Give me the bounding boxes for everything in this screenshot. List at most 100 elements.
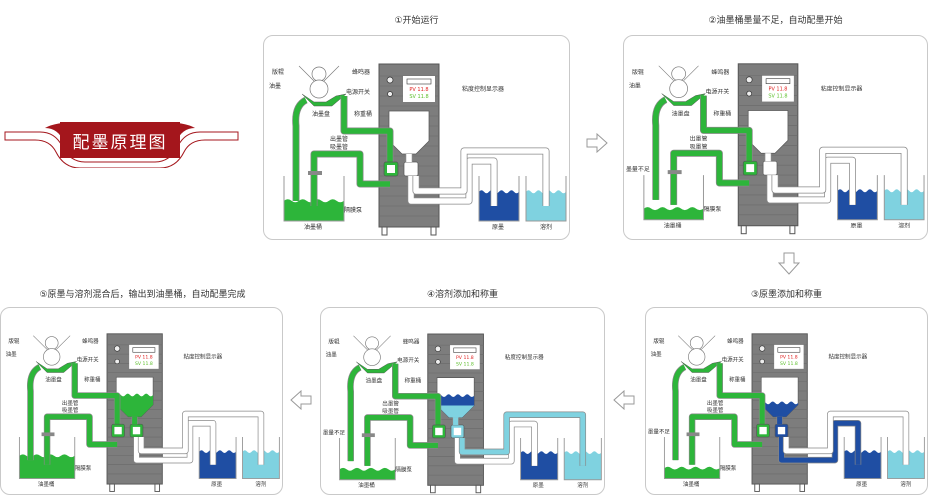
label-ink: 油墨 (629, 82, 641, 90)
label-ink-tray: 油墨盘 (45, 376, 62, 384)
label-buzzer: 蜂鸣器 (82, 337, 99, 345)
label-raw-ink: 原墨 (492, 224, 504, 231)
label-diaphragm-pump: 隔膜泵 (720, 464, 737, 472)
step-title-1: ①开始运行 (394, 16, 439, 26)
wheel-icon (430, 226, 437, 236)
pv-readout: PV 11.8 (135, 355, 153, 361)
display-brand (453, 347, 477, 353)
label-viscosity-display: 粘度控制显示器 (829, 353, 868, 361)
label-suction-pipe: 吸墨管 (707, 406, 724, 414)
label-plate-roller: 版辊 (8, 337, 20, 345)
raw-ink-pipe (454, 421, 538, 466)
raw-ink-tank (837, 175, 878, 221)
label-plate-roller: 版辊 (328, 337, 340, 345)
label-weighing-bucket: 称重桶 (729, 376, 746, 384)
label-buzzer: 蜂鸣器 (352, 68, 370, 76)
arrow-left-icon (613, 390, 635, 410)
raw-ink-tank (520, 437, 559, 481)
ink-bucket-tank-liquid (19, 454, 75, 479)
ink-bucket-tank-liquid (664, 466, 720, 479)
raw-ink-pipe (408, 158, 497, 206)
label-viscosity-display: 粘度控制显示器 (821, 85, 863, 93)
label-diaphragm-pump: 隔膜泵 (75, 464, 92, 472)
buzzer-icon (386, 76, 394, 84)
label-weighing-bucket: 称重桶 (354, 110, 372, 118)
ink-roller-icon (363, 348, 381, 366)
ink-roller-icon (43, 348, 61, 366)
raw-ink-pipe (767, 157, 856, 205)
ink-roller-icon (669, 79, 688, 98)
wheel-icon (475, 484, 482, 494)
wheel-icon (799, 483, 806, 492)
step-title-3: ③原墨添加和称重 (750, 290, 823, 300)
pv-readout: PV 11.8 (780, 355, 798, 361)
sv-readout: SV 11.8 (135, 361, 153, 367)
buzzer-icon (114, 345, 121, 352)
solvent-pipe (459, 412, 586, 466)
plate-roller-icon (311, 66, 327, 82)
display-brand (132, 347, 156, 353)
power-switch-icon (435, 359, 441, 365)
solvent-tank (242, 437, 280, 479)
buzzer-icon (759, 345, 766, 352)
label-suction-pipe: 吸墨管 (690, 142, 708, 150)
label-raw-ink: 原墨 (211, 481, 223, 488)
float-sensor (667, 170, 682, 175)
return-pipe (27, 364, 42, 461)
banner-title: 配墨原理图 (72, 133, 168, 153)
solvent-in-bucket (437, 405, 475, 418)
weighing-bucket-liquid (761, 401, 799, 417)
raw-ink-pipe (778, 420, 861, 465)
ink-bucket-tank-liquid (643, 207, 704, 220)
outlet-pipe (392, 363, 441, 429)
raw-ink-tank (478, 176, 520, 222)
label-outlet-pipe: 出墨管 (690, 134, 708, 142)
label-outlet-pipe: 出墨管 (62, 399, 79, 407)
power-switch-icon (746, 90, 753, 97)
return-pipe (672, 364, 687, 461)
ink-bucket-tank-liquid (284, 199, 344, 221)
label-weighing-bucket: 称重桶 (713, 109, 731, 117)
outlet-pipe (72, 363, 120, 428)
label-outlet-pipe: 出墨管 (330, 135, 348, 143)
machine-diagram: PV 11.8SV 11.8版辊油墨油墨盘蜂鸣器电源开关粘度控制显示器称重桶出墨… (648, 333, 925, 492)
label-buzzer: 蜂鸣器 (403, 337, 420, 345)
label-power-switch: 电源开关 (705, 88, 729, 96)
display-brand (777, 347, 801, 353)
label-ink-tray: 油墨盘 (672, 109, 690, 117)
ink-roller-icon (688, 348, 706, 366)
label-plate-roller: 版辊 (272, 68, 284, 76)
label-buzzer: 蜂鸣器 (711, 68, 729, 76)
step-title-4: ④溶剂添加和称重 (426, 290, 499, 300)
label-suction-pipe: 吸墨管 (382, 407, 399, 415)
label-solvent: 溶剂 (540, 223, 552, 231)
plate-roller-icon (689, 336, 704, 350)
solvent-pipe (783, 411, 909, 465)
arrow-down-icon (778, 252, 800, 275)
solvent-pipe (772, 147, 907, 205)
float-sensor (361, 433, 375, 438)
label-ink: 油墨 (6, 350, 18, 358)
weighing-bucket-liquid (116, 393, 154, 417)
plate-roller-icon (44, 336, 59, 350)
raw-ink-pipe (133, 420, 216, 465)
label-raw-ink: 原墨 (851, 223, 863, 230)
label-ink: 油墨 (269, 82, 281, 90)
raw-ink-tank-liquid (844, 450, 882, 479)
wheel-icon (381, 226, 388, 236)
ink-bucket-tank (339, 437, 396, 481)
solvent-tank (563, 437, 602, 481)
sv-readout: SV 11.8 (409, 94, 428, 100)
wheel-icon (109, 483, 115, 492)
title-banner (4, 122, 239, 168)
machine-diagram: PV 11.8SV 11.8版辊油墨油墨盘蜂鸣器电源开关粘度控制显示器称重桶出墨… (269, 63, 567, 236)
label-ink-bucket: 油墨桶 (38, 480, 55, 488)
outlet-pipe (700, 95, 752, 166)
label-ink-tray: 油墨盘 (690, 376, 707, 384)
plate-roller-icon (365, 336, 379, 351)
label-viscosity-display: 粘度控制显示器 (184, 353, 223, 361)
label-ink-low: 墨量不足 (626, 166, 650, 173)
raw-ink-tank-liquid (479, 190, 519, 221)
label-power-switch: 电源开关 (397, 356, 420, 364)
